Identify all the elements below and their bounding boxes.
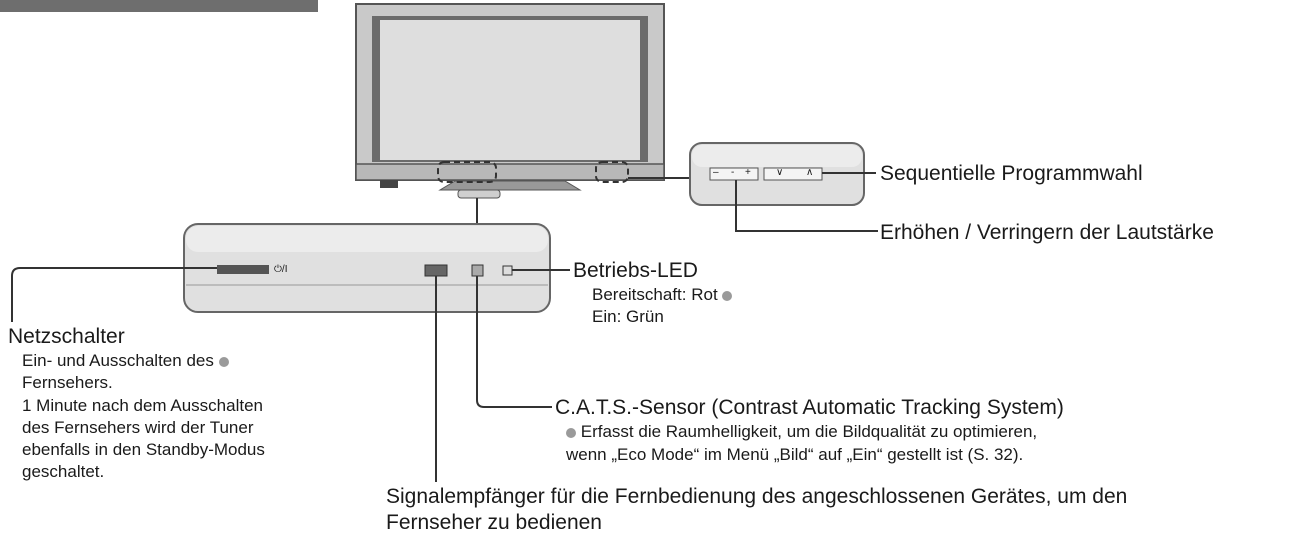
remote-receiver-line1: Signalempfänger für die Fernbedienung de… <box>386 485 1128 508</box>
led-title: Betriebs-LED <box>573 259 698 282</box>
remote-receiver-line2: Fernseher zu bedienen <box>386 511 602 534</box>
cats-line2: wenn „Eco Mode“ im Menü „Bild“ auf „Ein“… <box>566 445 1024 464</box>
cats-sensor <box>471 264 484 277</box>
bullet-icon <box>218 356 229 367</box>
channel-down-label: ∨ <box>776 167 784 178</box>
power-led <box>502 265 513 276</box>
channel-up-label: ∧ <box>806 167 814 178</box>
volume-minus-label: – <box>713 167 719 178</box>
volume-label: Erhöhen / Verringern der Lautstärke <box>880 221 1214 244</box>
front-control-panel <box>183 223 551 313</box>
power-switch <box>217 265 269 274</box>
power-callout-line <box>11 267 217 322</box>
power-switch-title: Netzschalter <box>8 325 125 348</box>
power-switch-line1: Ein- und Ausschalten des <box>22 352 229 369</box>
bullet-icon <box>722 290 733 301</box>
power-symbol-label: ⏻/I <box>274 264 288 275</box>
remote-receiver <box>424 264 448 277</box>
channel-panel-highlight <box>595 161 629 183</box>
power-switch-line2: Fernsehers. <box>22 373 113 392</box>
sequential-channel-label: Sequentielle Programmwahl <box>880 162 1143 185</box>
led-standby-text: Bereitschaft: Rot <box>592 286 733 303</box>
cats-callout-line <box>476 276 552 408</box>
power-switch-note: 1 Minute nach dem Ausschalten des Fernse… <box>22 396 265 481</box>
led-on-text: Ein: Grün <box>592 307 664 326</box>
side-control-panel <box>689 142 865 206</box>
bullet-icon <box>566 427 576 438</box>
power-panel-highlight <box>437 161 497 183</box>
volume-callout-line <box>735 180 878 232</box>
cats-title: C.A.T.S.-Sensor (Contrast Automatic Trac… <box>555 396 1064 419</box>
volume-dash-label: - <box>731 167 735 178</box>
tv-illustration <box>355 3 665 199</box>
cats-line1: Erfasst die Raumhelligkeit, um die Bildq… <box>566 423 1037 440</box>
header-bar <box>0 0 318 12</box>
volume-plus-label: + <box>745 167 751 178</box>
